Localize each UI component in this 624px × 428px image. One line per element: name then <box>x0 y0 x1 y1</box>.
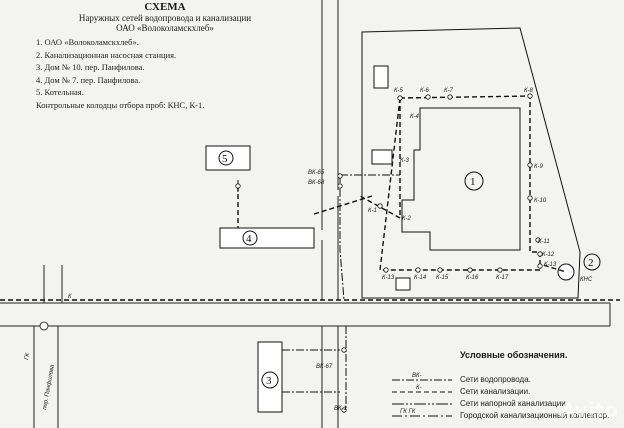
scheme-subtitle: Наружных сетей водопровода и канализации <box>78 13 252 23</box>
well <box>397 95 403 101</box>
legend-marker: К- <box>416 385 422 391</box>
legend-row: Сети водопровода. <box>460 375 531 384</box>
building-4-number: 4 <box>246 233 252 245</box>
well-label: К-12 <box>542 252 555 258</box>
scheme-title: СХЕМА <box>144 1 186 13</box>
well-label: К-10 <box>534 198 547 204</box>
building-5 <box>205 145 251 171</box>
objects-list: 1. ОАО «Волоколамскхлеб». 2. Канализацио… <box>36 36 204 111</box>
sewer-line <box>313 195 373 215</box>
station-label: КНС <box>580 277 593 283</box>
outbuilding <box>373 65 389 89</box>
well-label: К-3 <box>400 158 410 164</box>
well-label: К-7 <box>444 88 454 94</box>
legend-marker: ГК ГК <box>400 409 416 415</box>
water-well-label: ВК-65 <box>308 170 325 176</box>
building-3-number: 3 <box>266 375 272 387</box>
well <box>235 183 241 189</box>
list-item: Контрольные колодцы отбора проб: КНС, К-… <box>36 99 205 110</box>
site-boundary <box>361 27 581 299</box>
well-label: К-1 <box>368 208 377 214</box>
collector-label: ГК <box>24 352 31 360</box>
street-label: пер. Панфилова <box>42 364 56 411</box>
well <box>527 93 533 99</box>
well-label: К-2 <box>402 216 412 222</box>
well <box>537 263 543 269</box>
well-label: К-13 <box>382 275 395 281</box>
well <box>425 94 431 100</box>
building-1-marker <box>464 171 484 191</box>
building-1 <box>401 107 521 251</box>
list-item: 3. Дом № 10. пер. Панфилова. <box>36 62 145 72</box>
sewer-line <box>399 95 567 273</box>
legend-row: Сети напорной канализации <box>460 399 566 408</box>
legend-marker: ВК- <box>412 373 422 379</box>
well <box>527 195 533 201</box>
well <box>341 347 347 353</box>
well <box>437 267 443 273</box>
well <box>535 237 541 243</box>
legend: Условные обозначения. Сети водопровода. … <box>360 346 624 428</box>
watermark: Avito <box>560 398 618 422</box>
legend-row: Городской канализационный коллектор. <box>460 411 610 420</box>
list-item: 2. Канализационная насосная станция. <box>36 49 177 60</box>
sewer-line <box>359 98 401 220</box>
well <box>447 94 453 100</box>
well <box>341 407 347 413</box>
outbuilding <box>395 277 411 291</box>
well-label: К-8 <box>524 88 534 94</box>
legend-row: Сети канализации. <box>460 387 531 396</box>
well-label: К-13 <box>544 262 557 268</box>
building-4-marker <box>242 230 258 246</box>
collector-junction <box>39 321 49 331</box>
building-3 <box>257 341 283 413</box>
building-2-number: 2 <box>588 257 594 269</box>
company-name: ОАО «Волоколамскхлеб» <box>116 23 214 33</box>
well <box>337 173 343 179</box>
building-2-marker <box>583 253 601 271</box>
well <box>497 267 503 273</box>
list-item: 4. Дом № 7. пер. Панфилова. <box>36 74 141 85</box>
legend-title: Условные обозначения. <box>460 350 568 360</box>
well <box>377 203 383 209</box>
outbuilding <box>371 149 393 165</box>
list-item: 1. ОАО «Волоколамскхлеб». <box>36 37 139 47</box>
building-1-number: 1 <box>470 176 476 188</box>
well <box>337 183 343 189</box>
building-5-number: 5 <box>222 153 228 165</box>
sewer-line <box>379 97 540 271</box>
well-label: К <box>68 294 72 300</box>
well-label: К-17 <box>496 275 509 281</box>
well-label: К-9 <box>534 164 544 170</box>
water-line <box>339 175 345 301</box>
road-edge <box>321 326 339 428</box>
well-label: К-16 <box>466 275 479 281</box>
well-label: К-6 <box>420 88 430 94</box>
water-well-label: ВК-1 <box>334 406 347 412</box>
well <box>383 267 389 273</box>
water-well-label: ВК-67 <box>316 364 333 370</box>
building-5-marker <box>218 150 234 166</box>
well-label: К-15 <box>436 275 449 281</box>
well <box>467 267 473 273</box>
building-3-marker <box>261 371 279 389</box>
well <box>537 251 543 257</box>
pump-station <box>557 263 575 281</box>
list-item: 5. Котельная. <box>36 87 84 97</box>
water-well-label: ВК-68 <box>308 180 325 186</box>
well-label: К-14 <box>414 275 427 281</box>
well-label: К-4 <box>410 114 420 120</box>
well-label: К-5 <box>394 88 404 94</box>
well <box>415 267 421 273</box>
building-4 <box>219 227 315 249</box>
well <box>527 162 533 168</box>
well-label: К-11 <box>538 239 550 245</box>
